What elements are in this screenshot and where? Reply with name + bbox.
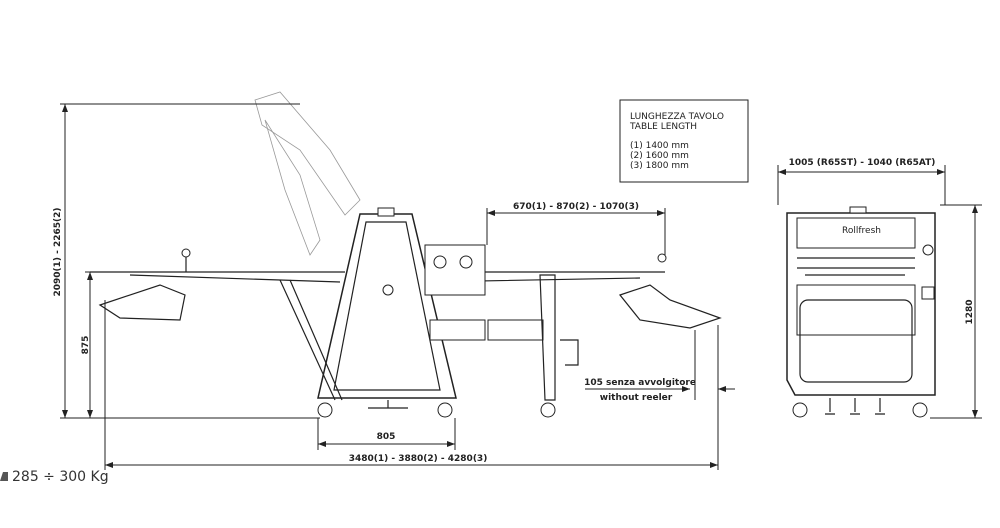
brand-label: Rollfresh bbox=[842, 226, 881, 236]
legend-item: (1) 1400 mm bbox=[630, 141, 689, 151]
dimension-lines bbox=[60, 103, 982, 470]
side-view-machine: Rollfresh bbox=[786, 206, 936, 418]
dim-table-extension: 670(1) - 870(2) - 1070(3) bbox=[513, 202, 639, 212]
dim-reeler-line2: without reeler bbox=[600, 393, 673, 403]
dim-side-width: 1005 (R65ST) - 1040 (R65AT) bbox=[789, 158, 936, 168]
dim-base-width: 805 bbox=[377, 432, 396, 442]
legend-title-en: TABLE LENGTH bbox=[629, 122, 697, 132]
legend-item: (3) 1800 mm bbox=[630, 161, 689, 171]
weight-label: 285 ÷ 300 Kg bbox=[12, 469, 109, 485]
dim-height-total: 2090(1) - 2265(2) bbox=[53, 207, 63, 296]
legend-item: (2) 1600 mm bbox=[630, 151, 689, 161]
dim-table-height: 875 bbox=[81, 336, 91, 355]
dim-total-length: 3480(1) - 3880(2) - 4280(3) bbox=[349, 454, 488, 464]
table-length-legend: LUNGHEZZA TAVOLO TABLE LENGTH (1) 1400 m… bbox=[619, 99, 749, 183]
dim-side-height: 1280 bbox=[965, 299, 975, 324]
weight-icon bbox=[0, 472, 8, 481]
dim-reeler-line1: 105 senza avvolgitore bbox=[584, 378, 696, 388]
legend-title-it: LUNGHEZZA TAVOLO bbox=[630, 112, 724, 122]
front-view-machine bbox=[90, 91, 722, 418]
